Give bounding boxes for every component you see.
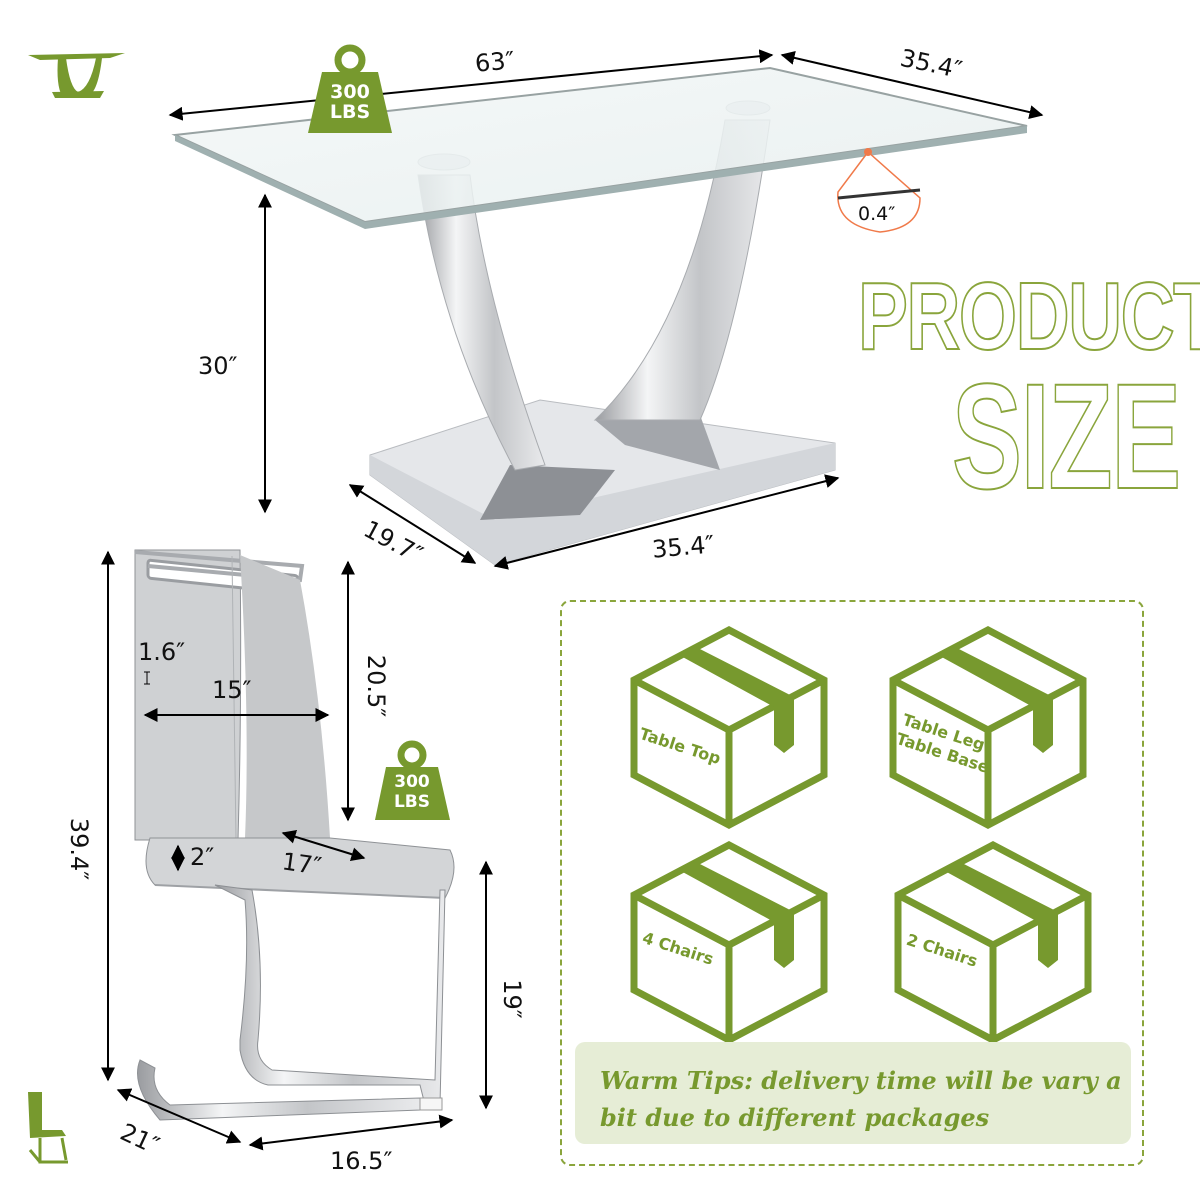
seat-height-label: 19″ [497, 979, 526, 1019]
table-length-label: 63″ [473, 46, 516, 78]
table-dimension-lines [168, 49, 1044, 570]
box-icon [894, 841, 1092, 1044]
chair-silhouette-icon [28, 1092, 68, 1164]
table-silhouette-icon [28, 53, 125, 98]
back-width-label: 15″ [212, 676, 252, 704]
chair-weight-unit: LBS [393, 792, 431, 812]
table-weight-value: 300 [330, 81, 370, 103]
package-boxes [630, 626, 1092, 1044]
table-weight-icon [308, 44, 392, 133]
base-length-label: 35.4″ [650, 530, 716, 564]
chair-dimension-lines [101, 550, 493, 1151]
box-icon [630, 626, 828, 829]
seat-depth-label: 17″ [280, 847, 324, 881]
chair-height-label: 39.4″ [65, 817, 94, 881]
table-height-label: 30″ [198, 352, 238, 380]
box-icon [889, 626, 1087, 829]
cushion-thickness-label: 2″ [190, 843, 215, 871]
glass-thickness-label: 0.4″ [858, 203, 896, 225]
title-size: SIZE [951, 351, 1182, 521]
warm-tips-banner: Warm Tips: delivery time will be vary a … [575, 1042, 1131, 1144]
packages-panel [560, 600, 1144, 1166]
chair-weight-label: 300 LBS [380, 772, 444, 812]
chair-width-label: 16.5″ [330, 1147, 393, 1175]
chair-weight-value: 300 [394, 772, 430, 792]
title-product: PRODUCT [857, 262, 1200, 371]
chair-weight-icon [375, 740, 450, 820]
handle-height-label: 1.6″ [138, 638, 186, 666]
table-weight-unit: LBS [329, 101, 371, 123]
table-weight-label: 300 LBS [318, 82, 382, 122]
box-icon [630, 841, 828, 1044]
glass-thickness-callout [837, 148, 921, 233]
warm-tips-text: Warm Tips: delivery time will be vary a … [600, 1066, 1122, 1132]
back-height-label: 20.5″ [362, 654, 391, 718]
chair [134, 549, 455, 1121]
